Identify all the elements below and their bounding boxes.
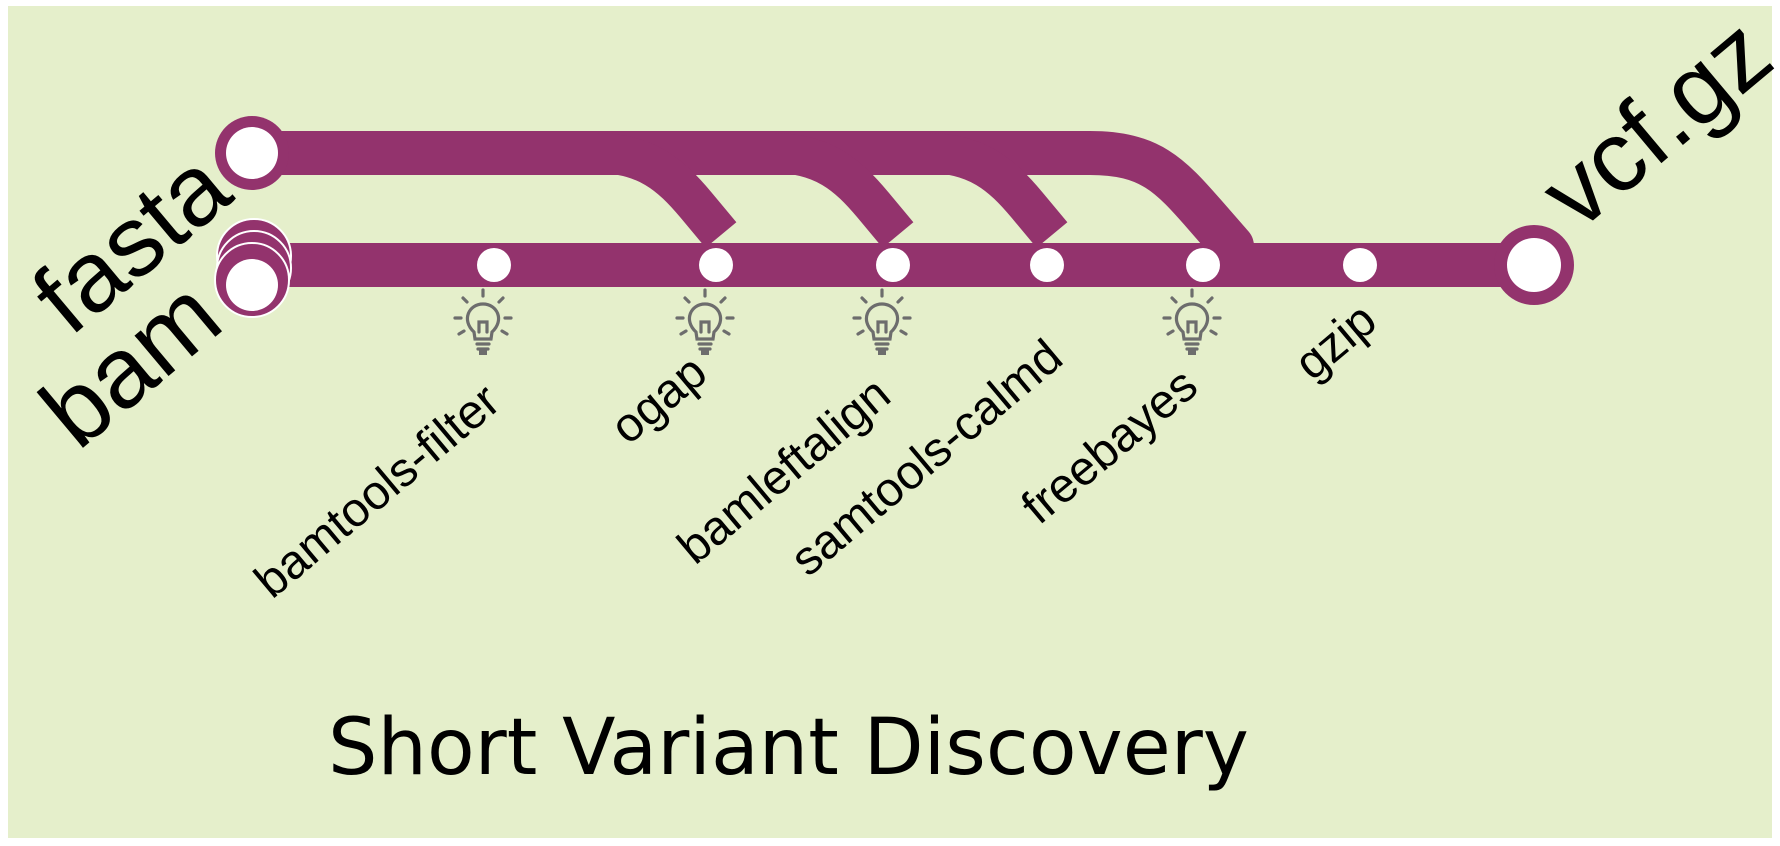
diagram-title: Short Variant Discovery [328,703,1249,793]
station-bamleftalign [876,248,910,282]
station-gzip [1343,248,1377,282]
output-terminal [1494,225,1574,305]
reference-branch-ogap [566,133,737,248]
fasta-terminal [215,116,289,190]
lightbulb-icon [1162,288,1222,355]
station-samtools-calmd [1030,248,1064,282]
station-ogap [699,248,733,282]
lightbulb-icon [675,288,735,355]
station-bamtools-filter [477,248,511,282]
lightbulb-icon [852,288,912,355]
lightbulb-icon [453,288,513,355]
reference-branch-bamleftalign [743,133,914,248]
station-freebayes [1186,248,1220,282]
fasta-line [230,131,1254,268]
step-hints [453,288,1222,355]
bam-terminal [214,218,292,318]
step-stations [477,248,1377,282]
reference-branch-samtools-calmd [897,133,1068,248]
reference-branches [566,133,1068,248]
